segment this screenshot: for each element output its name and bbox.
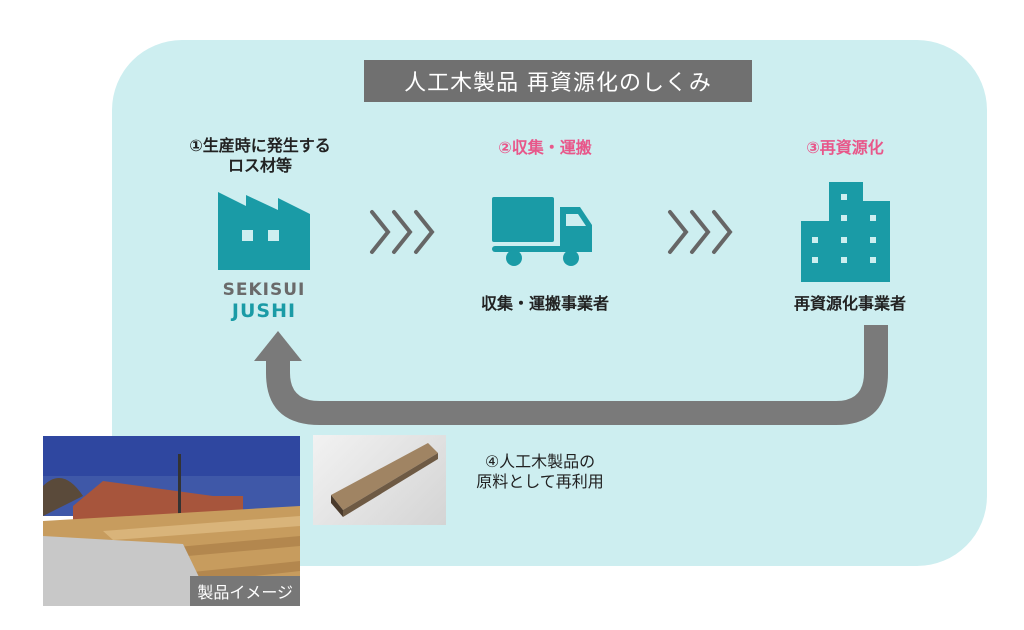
step1-label-line1: ①生産時に発生する xyxy=(189,136,331,155)
sekisui-jushi-logo: SEKISUI JUSHI xyxy=(218,280,310,322)
truck-icon xyxy=(492,197,592,266)
logo-line1: SEKISUI xyxy=(222,280,306,300)
building-icon xyxy=(801,182,890,282)
product-image-photo: 製品イメージ xyxy=(43,436,300,606)
factory-icon xyxy=(218,192,310,270)
step4-label-line2: 原料として再利用 xyxy=(476,472,604,491)
step3-label: ③再資源化 xyxy=(806,138,884,157)
wood-board-image xyxy=(331,443,438,517)
step4-label-line1: ④人工木製品の xyxy=(484,452,596,471)
photo-caption: 製品イメージ xyxy=(190,576,300,606)
wood-board-photo xyxy=(313,435,446,525)
step4-label: ④人工木製品の 原料として再利用 xyxy=(450,452,630,492)
step1-label: ①生産時に発生する ロス材等 xyxy=(160,136,360,176)
step3-caption: 再資源化事業者 xyxy=(793,294,906,313)
chevrons-right-icon xyxy=(370,210,435,254)
logo-line2: JUSHI xyxy=(231,300,297,322)
return-arrow-icon xyxy=(254,325,888,425)
diagram-title: 人工木製品 再資源化のしくみ xyxy=(364,60,752,102)
step1-label-line2: ロス材等 xyxy=(227,156,292,175)
chevrons-right-icon xyxy=(668,210,733,254)
step2-caption: 収集・運搬事業者 xyxy=(480,294,609,313)
step2-label: ②収集・運搬 xyxy=(498,138,592,157)
